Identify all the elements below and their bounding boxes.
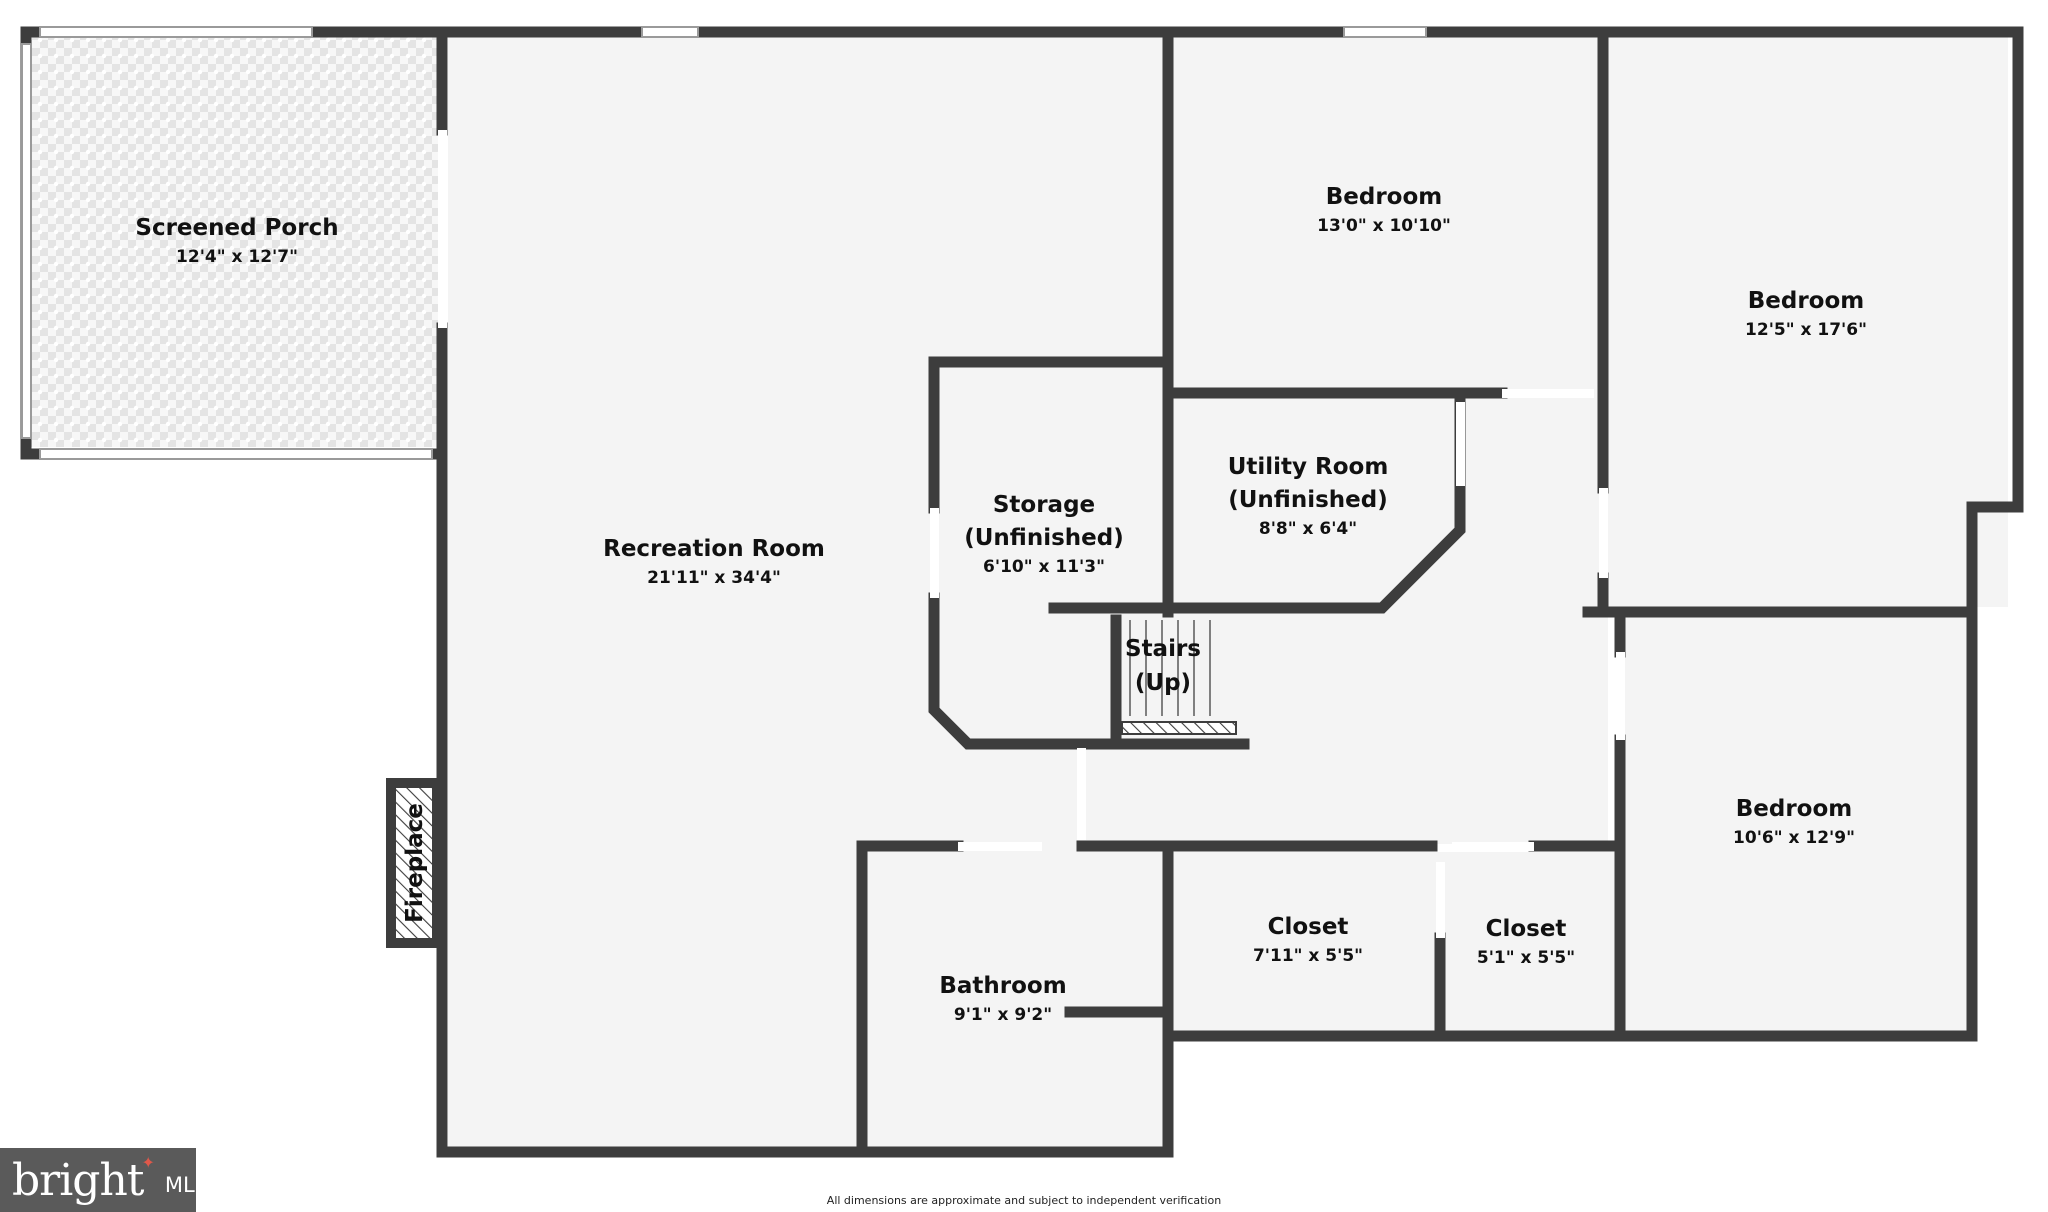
stairs-name-2: (Up): [1135, 670, 1191, 696]
logo-star-icon: ✦: [141, 1152, 155, 1172]
logo-suffix: MLS: [164, 1173, 209, 1197]
bathroom-dims: 9'1" x 9'2": [954, 1005, 1052, 1025]
closet-right-name: Closet: [1486, 916, 1567, 942]
door-bedroom-right: [1599, 488, 1608, 578]
bedroom-right-name: Bedroom: [1748, 288, 1865, 314]
recreation-floor: [448, 32, 1168, 1152]
screened-porch-name: Screened Porch: [135, 215, 338, 241]
storage-name-2: (Unfinished): [964, 525, 1124, 551]
recreation-room-name: Recreation Room: [603, 536, 825, 562]
bedroom-top-name: Bedroom: [1326, 184, 1443, 210]
walls: [20, 26, 2024, 1158]
window-bottom-porch: [39, 448, 433, 460]
bedroom-right-dims: 12'5" x 17'6": [1745, 320, 1867, 340]
bedroom-lower-dims: 10'6" x 12'9": [1733, 828, 1855, 848]
stairs-treads: [1129, 620, 1211, 716]
window-top-rec: [641, 26, 699, 38]
door-closet-right: [1452, 842, 1534, 851]
windows: [21, 26, 1625, 938]
door-storage: [930, 508, 939, 598]
window-left-porch: [21, 43, 32, 439]
utility-room-dims: 8'8" x 6'4": [1259, 519, 1357, 539]
fireplace-label: Fireplace: [402, 803, 428, 923]
storage-name: Storage: [993, 492, 1095, 518]
closets-floor: [1168, 852, 1620, 1036]
room-labels: Screened Porch 12'4" x 12'7" Recreation …: [135, 184, 1867, 1207]
door-bathroom: [958, 842, 1042, 851]
door-closet-left: [1436, 862, 1445, 938]
window-top-porch: [39, 26, 313, 38]
bedroom-right-floor: [1608, 32, 2008, 607]
stairs-landing: [1121, 721, 1237, 735]
bathroom-wall: [856, 840, 964, 1158]
screened-porch-dims: 12'4" x 12'7": [176, 247, 298, 267]
stairs-name: Stairs: [1125, 636, 1201, 662]
closet-left-name: Closet: [1268, 914, 1349, 940]
door-hall: [1077, 748, 1086, 840]
utility-room-name: Utility Room: [1228, 454, 1389, 480]
porch-floor: [30, 32, 438, 447]
storage-wall: [928, 356, 1174, 514]
closet-right-dims: 5'1" x 5'5": [1477, 948, 1575, 968]
stairs-wall: [1110, 614, 1250, 750]
bright-mls-logo: bright ✦ MLS: [0, 1148, 208, 1212]
bedroom-top-floor: [1168, 32, 1598, 388]
utility-room-name-2: (Unfinished): [1228, 487, 1388, 513]
door-utility: [1456, 402, 1465, 486]
bedroom-top-dims: 13'0" x 10'10": [1317, 216, 1451, 236]
recreation-room-dims: 21'11" x 34'4": [647, 568, 781, 588]
door-bedroom-lower: [1616, 652, 1625, 740]
logo-brand: bright: [12, 1154, 144, 1206]
door-porch: [438, 130, 447, 328]
fireplace-hearth: [396, 788, 432, 938]
bedroom-lower-name: Bedroom: [1736, 796, 1853, 822]
storage-wall-lower: [928, 592, 1122, 750]
bathroom-name: Bathroom: [939, 973, 1066, 999]
closet-left-dims: 7'11" x 5'5": [1253, 946, 1363, 966]
door-bedroom-top: [1502, 389, 1594, 398]
bedroom-lower-floor: [1620, 612, 1970, 1036]
window-top-bedroom: [1343, 26, 1427, 38]
storage-dims: 6'10" x 11'3": [983, 557, 1105, 577]
disclaimer: All dimensions are approximate and subje…: [827, 1194, 1221, 1207]
exterior-wall-right: [1966, 26, 2024, 618]
